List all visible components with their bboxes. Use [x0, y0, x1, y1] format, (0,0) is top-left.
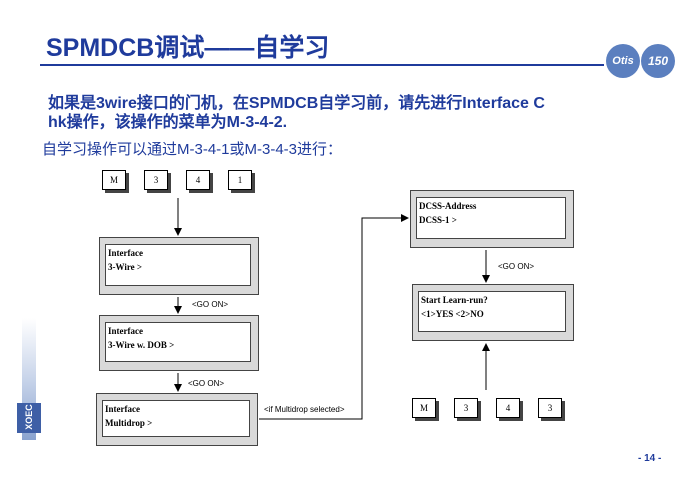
go-on-label-1: <GO ON> [192, 300, 229, 309]
screen-line: <1>YES <2>NO [421, 309, 484, 319]
key-right-4: 3 [538, 398, 562, 418]
key-left-3: 4 [186, 170, 210, 190]
anniversary-logo: 150 [641, 44, 675, 78]
anniversary-logo-text: 150 [647, 54, 669, 68]
screen-line: DCSS-1 > [419, 215, 457, 225]
go-on-label-right: <GO ON> [498, 262, 535, 271]
page-title: SPMDCB调试——自学习 [46, 34, 330, 62]
screen-interface-dob: Interface 3-Wire w. DOB > [99, 315, 259, 371]
title-underline [40, 64, 604, 66]
multidrop-selected-label: <if Multidrop selected> [264, 405, 345, 414]
screen-line: Interface [108, 248, 143, 258]
screen-start-learn: Start Learn-run? <1>YES <2>NO [412, 284, 574, 341]
screen-line: Multidrop > [105, 418, 153, 428]
screen-line: DCSS-Address [419, 201, 477, 211]
key-left-1: M [102, 170, 126, 190]
otis-logo: Otis [606, 44, 640, 78]
brand-badge: XOEC [17, 403, 41, 433]
paragraph-line-1: 如果是3wire接口的门机，在SPMDCB自学习前，请先进行Interface … [48, 95, 545, 112]
paragraph-line-3: 自学习操作可以通过M-3-4-1或M-3-4-3进行： [42, 141, 343, 158]
page-number: - 14 - [638, 453, 662, 464]
screen-line: 3-Wire w. DOB > [108, 340, 175, 350]
key-right-2: 3 [454, 398, 478, 418]
key-left-4: 1 [228, 170, 252, 190]
paragraph-line-2: hk操作，该操作的菜单为M-3-4-2. [48, 114, 288, 131]
key-right-3: 4 [496, 398, 520, 418]
go-on-label-2: <GO ON> [188, 379, 225, 388]
screen-line: Interface [108, 326, 143, 336]
screen-line: Interface [105, 404, 140, 414]
key-right-1: M [412, 398, 436, 418]
key-left-2: 3 [144, 170, 168, 190]
screen-dcss-address: DCSS-Address DCSS-1 > [410, 190, 574, 248]
screen-line: 3-Wire > [108, 262, 143, 272]
arrow-multidrop-to-dcss [259, 214, 409, 420]
screen-interface-3wire: Interface 3-Wire > [99, 237, 259, 295]
screen-interface-multidrop: Interface Multidrop > [96, 393, 258, 446]
screen-line: Start Learn-run? [421, 295, 488, 305]
otis-logo-text: Otis [612, 55, 634, 67]
